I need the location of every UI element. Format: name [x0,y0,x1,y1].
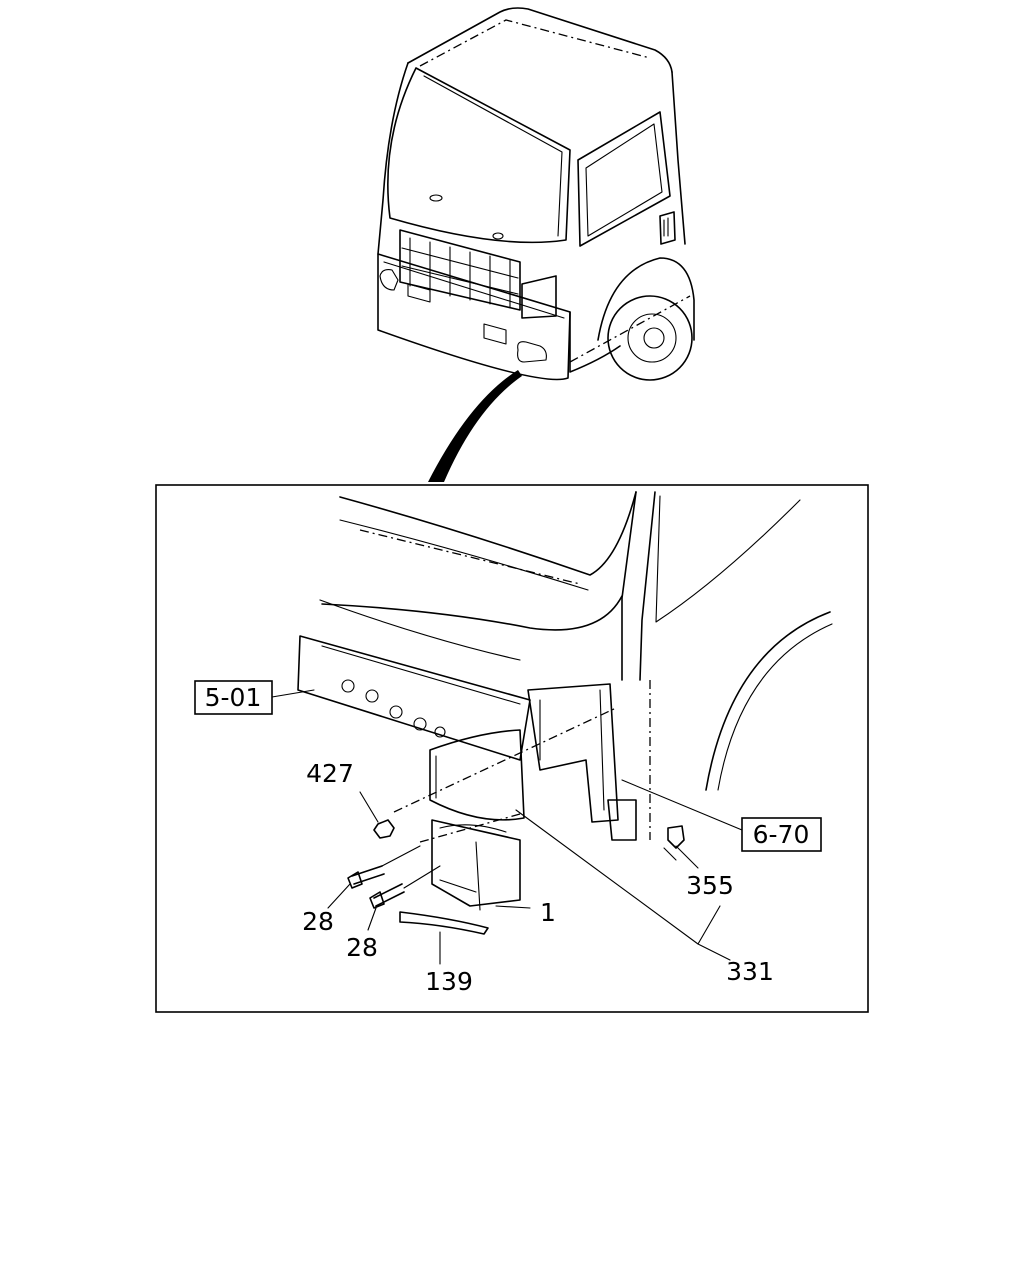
part-label-28-lower[interactable]: 28 [346,933,378,962]
zoom-leader [428,370,522,482]
part-label-331[interactable]: 331 [726,957,774,986]
part-label-355[interactable]: 355 [686,871,734,900]
reference-6-70[interactable]: 6-70 [741,817,822,852]
reference-5-01-label: 5-01 [205,683,262,712]
part-label-1[interactable]: 1 [540,898,556,927]
reference-5-01[interactable]: 5-01 [194,680,273,715]
detail-frame [155,484,869,1013]
part-label-28-upper[interactable]: 28 [302,907,334,936]
part-label-427[interactable]: 427 [306,759,354,788]
leader-lines [271,689,743,965]
reference-6-70-label: 6-70 [753,820,810,849]
detail-view [297,491,833,935]
part-label-139[interactable]: 139 [425,967,473,996]
truck-cab-overview [377,7,695,381]
